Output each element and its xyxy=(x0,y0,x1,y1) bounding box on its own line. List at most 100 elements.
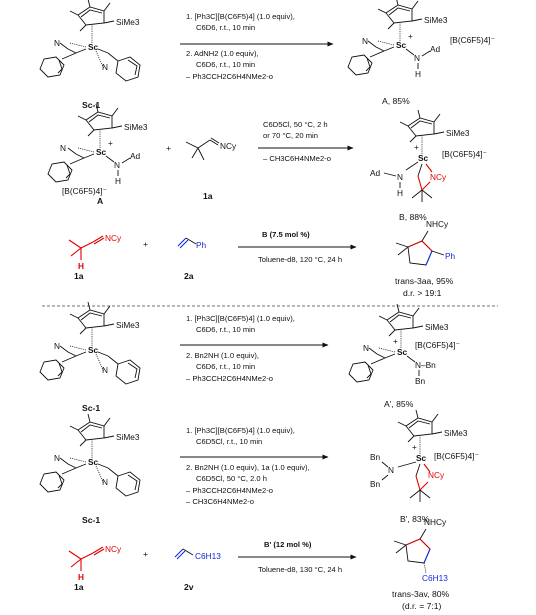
product-3av-dr: (d.r. = 7:1) xyxy=(402,601,442,611)
rxn1-cond-3: – Ph3CCH2C6H4NMe2-o xyxy=(186,72,273,81)
rxn2-cond-1: C6D5Cl, 50 °C, 2 h xyxy=(263,120,328,129)
n-label-left: N xyxy=(363,343,369,353)
plus-charge: + xyxy=(108,138,113,148)
anion-label: [B(C6F5)4]⁻ xyxy=(415,340,460,350)
bn-label-bottom: Bn xyxy=(370,479,381,489)
sc1-compound-label: Sc-1 xyxy=(82,100,100,110)
rxn5-cond-1b: C6D5Cl, r.t., 10 min xyxy=(196,437,262,446)
product-B-prime-label: B', 83% xyxy=(400,514,430,524)
ncy-label-product: NCy xyxy=(428,470,445,480)
plus-sign: + xyxy=(143,549,148,559)
sc-label: Sc xyxy=(88,345,99,355)
anion-label: [B(C6F5)4]⁻ xyxy=(450,35,495,45)
sc-label: Sc xyxy=(418,153,429,163)
sime3-label: SiMe3 xyxy=(425,322,449,332)
rxn5-cond-2b: C6D5Cl, 50 °C, 2.0 h xyxy=(196,474,267,483)
rxn1-cond-1b: C6D6, r.t., 10 min xyxy=(196,23,255,32)
label-2v: 2v xyxy=(184,582,194,592)
n-label-right: N xyxy=(102,62,108,72)
sc-label: Sc xyxy=(88,457,99,467)
styrene-2a-structure: Ph xyxy=(177,237,207,250)
reactant-A-structure: SiMe3 Sc + N Ad H N [B(C6F5)4]⁻ xyxy=(47,103,148,196)
reactant-A-label: A xyxy=(97,196,103,206)
sc-label: Sc xyxy=(96,147,107,157)
product-A-structure: SiMe3 Sc + N Ad H [B(C6F5)4]⁻ N xyxy=(347,0,495,79)
amide-n-label: N xyxy=(388,465,394,475)
sc1-structure-2: SiMe3 Sc N N xyxy=(39,301,141,385)
c6h13-label: C6H13 xyxy=(195,551,221,561)
product-3aa-structure: NHCy Ph xyxy=(395,219,456,266)
anion-label: [B(C6F5)4]⁻ xyxy=(62,186,107,196)
rxn6-cond-2: Toluene-d8, 130 °C, 24 h xyxy=(258,565,342,574)
bn-label: Bn xyxy=(415,376,426,386)
ad-label: Ad xyxy=(370,168,381,178)
sc-label: Sc xyxy=(416,453,427,463)
plus-sign: + xyxy=(143,239,148,249)
label-1a: 1a xyxy=(74,271,84,281)
sc1-structure: SiMe3 Sc N N xyxy=(39,0,141,82)
rxn1-cond-2: 2. AdNH2 (1.0 equiv), xyxy=(186,49,259,58)
imine-1a-label: 1a xyxy=(203,191,213,201)
ncy-label: NCy xyxy=(105,233,122,243)
sime3-label: SiMe3 xyxy=(424,15,448,25)
rxn4-cond-1b: C6D6, r.t., 10 min xyxy=(196,325,255,334)
h-label: H xyxy=(397,188,403,198)
octene-2v-structure: C6H13 xyxy=(174,548,221,561)
product-3av-label: trans-3av, 80% xyxy=(392,589,450,599)
n-label-right: N xyxy=(102,365,108,375)
rxn4-cond-2b: C6D6, r.t., 10 min xyxy=(196,362,255,371)
ncy-label: NCy xyxy=(220,141,237,151)
reaction-3: NCy H 1a + Ph 2a B (7.5 mol %) Toluene-d… xyxy=(68,219,456,298)
n-label-left: N xyxy=(54,341,60,351)
ph-label: Ph xyxy=(196,240,207,250)
c6h13-label-product: C6H13 xyxy=(422,573,448,583)
rxn5-cond-2: 2. Bn2NH (1.0 equiv), 1a (1.0 equiv), xyxy=(186,463,310,472)
nbn-label: N–Bn xyxy=(415,360,436,370)
plus-charge: + xyxy=(408,31,413,41)
amide-n-label: N xyxy=(114,160,120,170)
reaction-5: SiMe3 Sc N N Sc-1 1. [Ph3C][B(C6F5)4] (1… xyxy=(39,409,479,525)
product-B-label: B, 88% xyxy=(399,212,427,222)
n-label-left: N xyxy=(362,36,368,46)
n-label-left: N xyxy=(54,38,60,48)
product-B-structure: SiMe3 Sc + [B(C6F5)4]⁻ Ad N H NCy xyxy=(370,109,487,202)
bn-label-top: Bn xyxy=(370,452,381,462)
ad-label: Ad xyxy=(430,44,441,54)
imine-1a-red-structure-2: NCy H xyxy=(68,544,122,582)
reaction-1: SiMe3 Sc N N Sc-1 1. [Ph3C][B(C6F5)4] (1… xyxy=(39,0,495,110)
h-label: H xyxy=(115,176,121,186)
product-A-prime-structure: SiMe3 Sc + [B(C6F5)4]⁻ N–Bn Bn N xyxy=(348,303,460,386)
n-label-left: N xyxy=(54,453,60,463)
sime3-label: SiMe3 xyxy=(444,428,468,438)
product-3av-structure: NHCy C6H13 xyxy=(393,517,448,583)
plus-charge: + xyxy=(414,142,419,152)
anion-label: [B(C6F5)4]⁻ xyxy=(442,149,487,159)
reaction-6: NCy H 1a + C6H13 2v B' (12 mol %) Toluen… xyxy=(68,517,450,611)
label-2a: 2a xyxy=(184,271,194,281)
rxn5-cond-4: – CH3C6H4NMe2-o xyxy=(186,497,254,506)
sc-label: Sc xyxy=(88,42,99,52)
ad-label: Ad xyxy=(130,151,141,161)
amide-n-label: N xyxy=(397,172,403,182)
plus-charge: + xyxy=(412,442,417,452)
sc1-compound-label-3: Sc-1 xyxy=(82,515,100,525)
plus-sign: + xyxy=(166,143,171,153)
ph-label-product: Ph xyxy=(445,251,456,261)
nhcy-label: NHCy xyxy=(424,517,447,527)
amide-n-label: N xyxy=(414,53,420,63)
label-1a-2: 1a xyxy=(74,582,84,592)
sime3-label: SiMe3 xyxy=(116,320,140,330)
rxn4-cond-3: – Ph3CCH2C6H4NMe2-o xyxy=(186,374,273,383)
sime3-label: SiMe3 xyxy=(116,17,140,27)
reaction-2: SiMe3 Sc + N Ad H N [B(C6F5)4]⁻ A + NCy … xyxy=(47,103,487,222)
sc-label: Sc xyxy=(396,40,407,50)
nhcy-label: NHCy xyxy=(426,219,449,229)
h-label: H xyxy=(415,69,421,79)
product-3aa-dr: d.r. > 19:1 xyxy=(403,288,442,298)
rxn5-cond-3: – Ph3CCH2C6H4NMe2-o xyxy=(186,486,273,495)
rxn1-cond-2b: C6D6, r.t., 10 min xyxy=(196,60,255,69)
product-A-prime-label: A', 85% xyxy=(384,399,414,409)
rxn2-cond-2: or 70 °C, 20 min xyxy=(263,131,318,140)
sc-label: Sc xyxy=(397,347,408,357)
